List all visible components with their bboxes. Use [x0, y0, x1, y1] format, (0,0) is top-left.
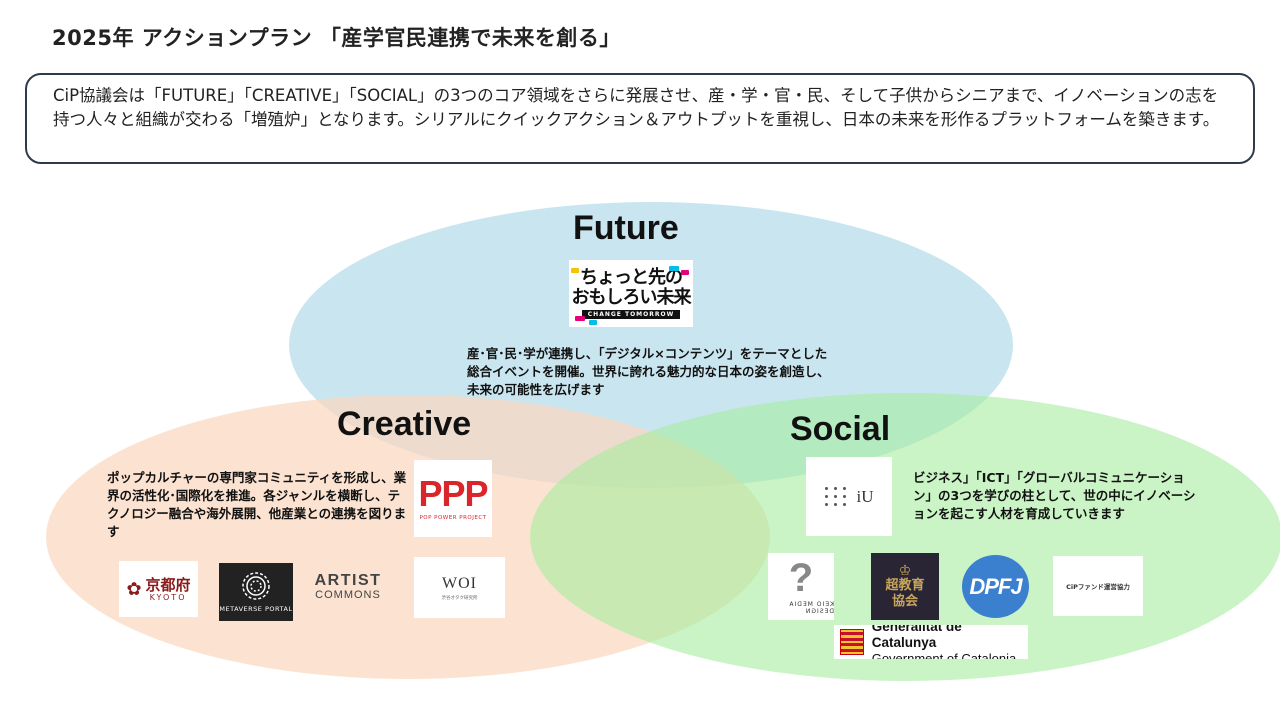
- catalonia-logo-line2: Government of Catalonia: [871, 650, 1017, 660]
- ppp-logo-sub: POP POWER PROJECT: [419, 515, 487, 521]
- chokyo-crest-icon: ♔: [898, 562, 912, 579]
- catalonia-logo: Generalitat de Catalunya Government of C…: [834, 625, 1028, 659]
- creative-description: ポップカルチャーの専門家コミュニティを形成し、業界の活性化･国際化を推進。各ジャ…: [107, 470, 407, 539]
- future-title: Future: [573, 209, 679, 247]
- iu-logo-text: iU: [856, 486, 874, 506]
- intro-text: CiP協議会は「FUTURE」「CREATIVE」「SOCIAL」の3つのコア領…: [53, 86, 1220, 129]
- kyoto-logo-jp: 京都府: [145, 575, 191, 594]
- future-event-logo: ちょっと先の おもしろい未来 CHANGE TOMORROW: [569, 260, 693, 327]
- future-description: 産･官･民･学が連携し、「デジタル×コンテンツ」をテーマとした総合イベントを開催…: [467, 346, 830, 397]
- cip-fund-label: CiPファンド運営協力: [1066, 583, 1130, 591]
- future-logo-line1: ちょっと先の: [580, 267, 683, 288]
- metaverse-portal-logo: METAVERSE PORTAL: [219, 563, 293, 621]
- ppp-logo-text: PPP: [418, 473, 488, 514]
- chokyo-logo-line1: 超教育: [885, 577, 925, 593]
- dpfj-logo-text: DPFJ: [969, 573, 1022, 599]
- woi-logo-sub: 渋谷オタク研究所: [441, 595, 478, 601]
- kmd-question-icon: ?: [788, 556, 814, 600]
- catalonia-logo-line1: Generalitat de Catalunya: [871, 625, 962, 650]
- social-description: ビジネス」「ICT」「グローバルコミュニケーション」の3つを学びの柱として、世の…: [913, 470, 1196, 521]
- metaverse-ring-icon: [242, 572, 270, 600]
- kmd-logo-label: KEIO MEDIA DESIGN: [788, 601, 834, 615]
- cip-fund-logo: CiPファンド運営協力: [1053, 556, 1143, 616]
- artist-logo-line1: ARTIST: [314, 572, 382, 589]
- iu-dots-icon: [824, 487, 847, 506]
- kyoto-crest-icon: ✿: [126, 578, 142, 600]
- kyoto-logo-en: KYOTO: [149, 592, 187, 602]
- dpfj-logo: DPFJ: [962, 555, 1029, 618]
- chokyo-logo-line2: 協会: [891, 593, 918, 609]
- iu-logo: iU: [806, 457, 892, 536]
- woi-logo: WOI 渋谷オタク研究所: [414, 557, 505, 618]
- future-logo-sub: CHANGE TOMORROW: [581, 310, 681, 319]
- kyoto-logo: ✿ 京都府 KYOTO: [119, 561, 198, 617]
- kmd-logo: ? KEIO MEDIA DESIGN: [768, 553, 834, 620]
- catalonia-flag-icon: [840, 629, 864, 655]
- chokyo-logo: ♔ 超教育 協会: [871, 553, 939, 620]
- social-title: Social: [790, 410, 891, 448]
- page-title: 2025年 アクションプラン 「産学官民連携で未来を創る」: [52, 26, 621, 50]
- future-logo-line2: おもしろい未来: [571, 287, 692, 308]
- metaverse-logo-label: METAVERSE PORTAL: [219, 605, 293, 613]
- creative-title: Creative: [337, 405, 472, 443]
- artist-logo-line2: COMMONS: [315, 589, 381, 601]
- ppp-logo: PPP POP POWER PROJECT: [414, 460, 492, 537]
- artist-commons-logo: ARTIST COMMONS: [312, 569, 384, 605]
- woi-logo-main: WOI: [442, 574, 477, 592]
- intro-box: CiP協議会は「FUTURE」「CREATIVE」「SOCIAL」の3つのコア領…: [25, 73, 1255, 164]
